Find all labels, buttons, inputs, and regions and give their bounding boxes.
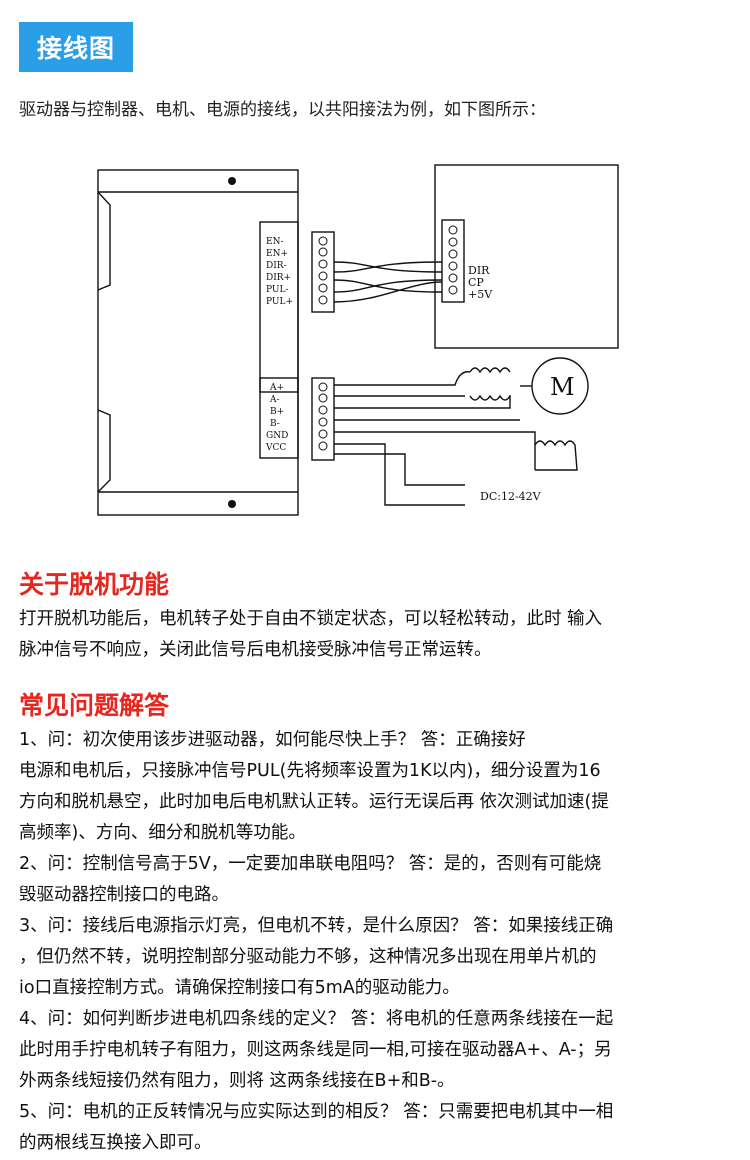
faq-line: ，但仍然不转，说明控制部分驱动能力不够，这种情况多出现在用单片机的 (19, 947, 597, 967)
driver-label-b-plus: B+ (270, 407, 284, 417)
faq-line: 的两根线互换接入即可。 (19, 1133, 212, 1153)
driver-label-gnd: GND (266, 431, 288, 441)
faq-title: 常见问题解答 (19, 691, 170, 720)
driver-label-pul-minus: PUL- (266, 285, 289, 295)
driver-label-a-minus: A- (269, 395, 280, 405)
driver-label-b-minus: B- (270, 419, 280, 429)
faq-line: 方向和脱机悬空，此时加电后电机默认正转。运行无误后再 依次测试加速(提 (19, 792, 609, 812)
driver-label-vcc: VCC (265, 443, 286, 453)
driver-label-en-plus: EN+ (266, 249, 288, 259)
faq-line: 电源和电机后，只接脉冲信号PUL(先将频率设置为1K以内)，细分设置为16 (19, 761, 601, 781)
faq-line: 1、问：初次使用该步进驱动器，如何能尽快上手？ 答：正确接好 (19, 730, 526, 750)
wiring-intro-text: 驱动器与控制器、电机、电源的接线，以共阳接法为例，如下图所示： (19, 100, 546, 120)
faq-list: 1、问：初次使用该步进驱动器，如何能尽快上手？ 答：正确接好 电源和电机后，只接… (19, 725, 734, 1159)
driver-label-a-plus: A+ (269, 383, 284, 393)
controller-label-cp: CP (468, 276, 484, 289)
faq-line: 2、问：控制信号高于5V，一定要加串联电阻吗？ 答：是的，否则有可能烧 (19, 854, 602, 874)
faq-line: io口直接控制方式。请确保控制接口有5mA的驱动能力。 (19, 978, 460, 998)
faq-line: 高频率)、方向、细分和脱机等功能。 (19, 823, 306, 843)
wiring-diagram-badge: 接线图 (19, 22, 133, 72)
driver-label-dir-plus: DIR+ (266, 273, 291, 283)
faq-line: 3、问：接线后电源指示灯亮，但电机不转，是什么原因？ 答：如果接线正确 (19, 916, 614, 936)
faq-line: 4、问：如何判断步进电机四条线的定义？ 答：将电机的任意两条线接在一起 (19, 1009, 614, 1029)
offline-paragraph: 打开脱机功能后，电机转子处于自由不锁定状态，可以轻松转动，此时 输入 脉冲信号不… (19, 604, 734, 666)
driver-label-en-minus: EN- (266, 237, 284, 247)
controller-label-dir: DIR (468, 264, 490, 277)
controller-label-5v: +5V (468, 288, 493, 301)
faq-line: 此时用手拧电机转子有阻力，则这两条线是同一相,可接在驱动器A+、A-；另 (19, 1040, 612, 1060)
offline-title: 关于脱机功能 (19, 570, 170, 599)
offline-line: 脉冲信号不响应，关闭此信号后电机接受脉冲信号正常运转。 (19, 640, 492, 660)
power-label: DC:12-42V (480, 490, 542, 503)
driver-label-dir-minus: DIR- (266, 261, 287, 271)
offline-line: 打开脱机功能后，电机转子处于自由不锁定状态，可以轻松转动，此时 输入 (19, 609, 603, 629)
driver-label-pul-plus: PUL+ (266, 297, 293, 307)
motor-label: M (550, 373, 575, 401)
faq-line: 毁驱动器控制接口的电路。 (19, 885, 229, 905)
faq-line: 外两条线短接仍然有阻力，则将 这两条线接在B+和B-。 (19, 1071, 455, 1091)
wiring-diagram: EN- EN+ DIR- DIR+ PUL- PUL+ A+ A- B+ B- … (97, 164, 619, 516)
faq-line: 5、问：电机的正反转情况与应实际达到的相反？ 答：只需要把电机其中一相 (19, 1102, 614, 1122)
